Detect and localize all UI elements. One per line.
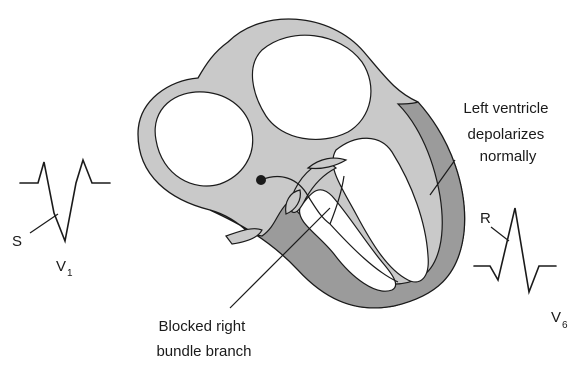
tricuspid-valve-flap bbox=[226, 229, 262, 244]
lead-v6-label: V 6 bbox=[551, 309, 568, 331]
svg-text:1: 1 bbox=[67, 268, 73, 279]
s-wave-label: S bbox=[12, 233, 22, 250]
lead-v1-label: V 1 bbox=[56, 258, 73, 279]
r-wave-leader bbox=[491, 227, 509, 241]
blocked-branch-label: Blocked right bundle branch bbox=[156, 318, 251, 360]
svg-text:V: V bbox=[551, 309, 561, 326]
svg-text:6: 6 bbox=[562, 320, 568, 331]
left-ventricle-label: Left ventricle depolarizes normally bbox=[463, 100, 552, 165]
r-wave-label: R bbox=[480, 210, 491, 227]
ecg-trace-v1 bbox=[20, 160, 110, 241]
av-node bbox=[256, 175, 266, 185]
s-wave-leader bbox=[30, 214, 58, 233]
heart bbox=[138, 19, 465, 308]
svg-text:V: V bbox=[56, 258, 66, 275]
